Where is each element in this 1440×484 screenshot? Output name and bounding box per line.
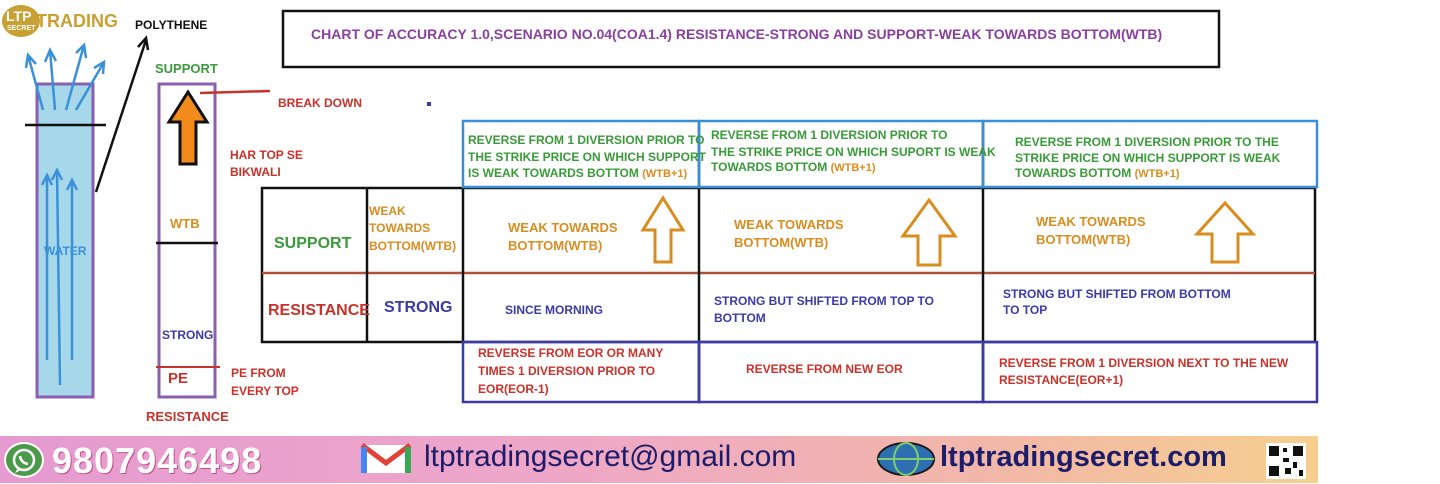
bottom-cell-3 <box>981 340 1319 404</box>
top-cell-3 <box>981 119 1319 189</box>
col3-top-tag: (WTB+1) <box>1134 168 1180 180</box>
qr-code-icon[interactable] <box>1266 443 1306 479</box>
up-arrow-3 <box>1193 200 1257 264</box>
email-address[interactable]: ltptradingsecret@gmail.com <box>424 440 797 473</box>
logo-badge <box>2 5 40 37</box>
col2-bottom-1: REVERSE FROM NEW EOR <box>746 362 903 376</box>
water-label: WATER <box>44 244 87 258</box>
pe-label: PE <box>168 370 189 387</box>
wtb-label: WTB <box>170 216 200 231</box>
col2-top-tag: (WTB+1) <box>830 162 876 174</box>
col2-top-3: TOWARDS BOTTOM (WTB+1) <box>711 160 876 174</box>
logo-sub: SECRET <box>7 25 36 32</box>
col1-bottom-3: EOR(EOR-1) <box>478 382 549 396</box>
logo-brand: TRADING <box>36 11 118 31</box>
gmail-icon[interactable] <box>360 443 412 475</box>
col1-support-1: WEAK TOWARDS <box>508 220 618 235</box>
water-arrows <box>24 42 106 386</box>
col1-support-2: BOTTOM(WTB) <box>508 238 603 253</box>
col1-bottom-2: TIMES 1 DIVERSION PRIOR TO <box>478 364 656 378</box>
resistance-label: RESISTANCE <box>146 409 229 424</box>
price-column <box>157 82 217 399</box>
up-arrow-1 <box>640 195 686 264</box>
website-url[interactable]: ltptradingsecret.com <box>940 441 1227 473</box>
col2-resistance-2: BOTTOM <box>714 311 766 325</box>
up-arrow-orange <box>166 89 210 166</box>
col3-top-2: STRIKE PRICE ON WHICH SUPPORT IS WEAK <box>1015 151 1281 165</box>
strong-label: STRONG <box>162 328 214 342</box>
polythene-line <box>94 39 148 193</box>
row-support-status-3: BOTTOM(WTB) <box>369 239 457 253</box>
up-arrow-2 <box>900 197 958 267</box>
row-resistance-label: RESISTANCE <box>268 302 370 319</box>
har-top-label: HAR TOP SE <box>230 148 303 162</box>
col2-top-2: THE STRIKE PRICE ON WHICH SUPORT IS WEAK <box>711 145 996 159</box>
col3-support-2: BOTTOM(WTB) <box>1036 232 1131 247</box>
break-down-label: BREAK DOWN <box>278 96 362 110</box>
col2-support-2: BOTTOM(WTB) <box>734 235 829 250</box>
whatsapp-icon[interactable] <box>4 442 44 478</box>
col1-top-3: IS WEAK TOWARDS BOTTOM (WTB+1) <box>468 166 688 180</box>
row-support-status-2: TOWARDS <box>369 221 431 235</box>
footer-banner <box>0 436 1318 483</box>
water-column <box>35 82 95 399</box>
title-box <box>281 9 1221 69</box>
col2-top-1: REVERSE FROM 1 DIVERSION PRIOR TO <box>711 128 948 142</box>
globe-icon[interactable] <box>876 441 936 477</box>
table-border <box>260 186 1317 344</box>
col3-resistance-1: STRONG BUT SHIFTED FROM BOTTOM <box>1003 287 1231 301</box>
col1-bottom-1: REVERSE FROM EOR OR MANY <box>478 346 664 360</box>
bikwali-label: BIKWALI <box>230 165 281 179</box>
col3-top-1: REVERSE FROM 1 DIVERSION PRIOR TO THE <box>1015 135 1279 149</box>
col1-resistance-1: SINCE MORNING <box>505 303 604 317</box>
row-support-label: SUPPORT <box>274 235 352 252</box>
col2-resistance-1: STRONG BUT SHIFTED FROM TOP TO <box>714 294 935 308</box>
col3-support-1: WEAK TOWARDS <box>1036 214 1146 229</box>
row-resistance-status: STRONG <box>384 299 453 316</box>
polythene-label: POLYTHENE <box>135 18 208 32</box>
col2-support-1: WEAK TOWARDS <box>734 217 844 232</box>
col1-top-2: THE STRIKE PRICE ON WHICH SUPPORT <box>468 150 707 164</box>
page-title: CHART OF ACCURACY 1.0,SCENARIO NO.04(COA… <box>311 26 1163 42</box>
col3-resistance-2: TO TOP <box>1003 303 1048 317</box>
pe-from-label: PE FROM <box>231 366 286 380</box>
every-top-label: EVERY TOP <box>231 384 299 398</box>
row-support-status-1: WEAK <box>369 204 406 218</box>
col3-bottom-1: REVERSE FROM 1 DIVERSION NEXT TO THE NEW <box>999 356 1289 370</box>
col1-top-tag: (WTB+1) <box>642 168 688 180</box>
col3-top-3: TOWARDS BOTTOM (WTB+1) <box>1015 166 1180 180</box>
break-down-line <box>199 89 271 95</box>
phone-number[interactable]: 9807946498 <box>52 440 263 481</box>
col1-top-1: REVERSE FROM 1 DIVERSION PRIOR TO <box>468 133 705 147</box>
col3-bottom-2: RESISTANCE(EOR+1) <box>999 373 1124 387</box>
support-label: SUPPORT <box>155 61 218 76</box>
logo-text: LTP <box>6 8 32 24</box>
